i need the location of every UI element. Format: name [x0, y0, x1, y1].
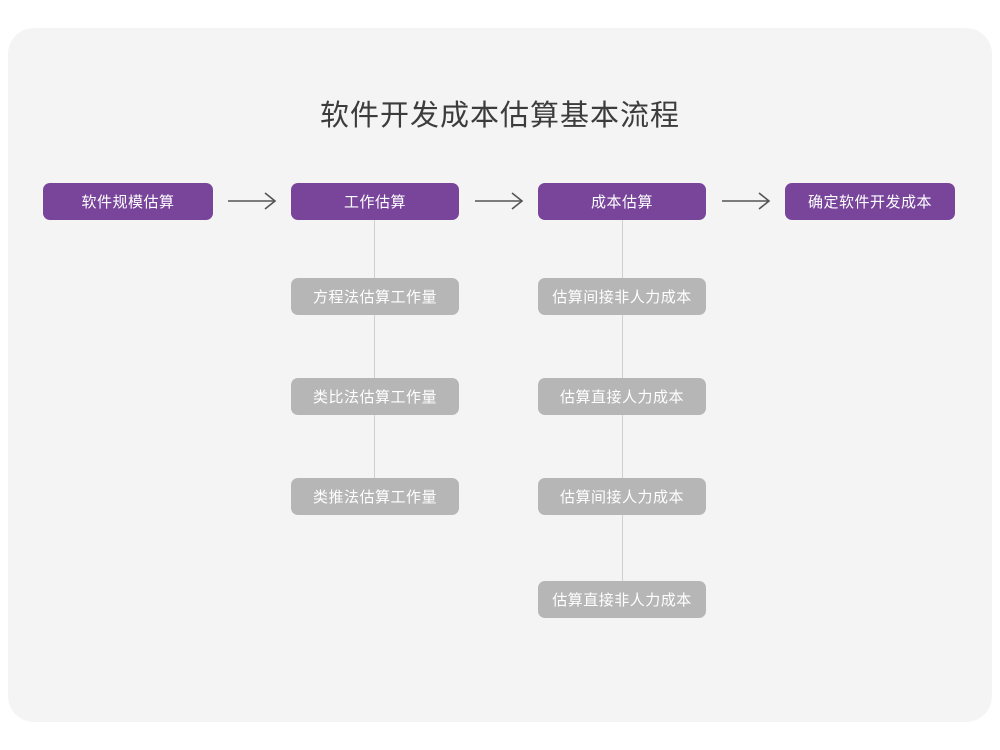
- stage-node-label: 软件规模估算: [81, 194, 175, 211]
- page-title: 软件开发成本估算基本流程: [319, 100, 680, 132]
- stage-node-software-scale-estimation[interactable]: 软件规模估算: [43, 183, 213, 220]
- diagram-card: [8, 28, 992, 722]
- sub-node-direct-labor-cost[interactable]: 估算直接人力成本: [538, 378, 706, 415]
- sub-node-label: 估算间接非人力成本: [552, 289, 692, 306]
- arrow-right-icon-1: [224, 186, 282, 216]
- sub-node-analogy-method-workload[interactable]: 类比法估算工作量: [291, 378, 459, 415]
- sub-node-label: 估算间接人力成本: [559, 489, 684, 506]
- connector-line-col2: [374, 219, 375, 497]
- sub-node-label: 估算直接人力成本: [559, 389, 684, 406]
- stage-node-label: 确定软件开发成本: [807, 194, 932, 211]
- sub-node-label: 类推法估算工作量: [312, 489, 437, 506]
- sub-node-label: 估算直接非人力成本: [552, 592, 692, 609]
- sub-node-direct-nonlabor-cost[interactable]: 估算直接非人力成本: [538, 581, 706, 618]
- sub-node-indirect-nonlabor-cost[interactable]: 估算间接非人力成本: [538, 278, 706, 315]
- stage-node-label: 工作估算: [343, 194, 406, 211]
- stage-node-cost-estimation[interactable]: 成本估算: [538, 183, 706, 220]
- stage-node-label: 成本估算: [590, 194, 653, 211]
- sub-node-indirect-labor-cost[interactable]: 估算间接人力成本: [538, 478, 706, 515]
- stage-node-determine-development-cost[interactable]: 确定软件开发成本: [785, 183, 955, 220]
- arrow-right-icon-3: [718, 186, 776, 216]
- stage-node-work-estimation[interactable]: 工作估算: [291, 183, 459, 220]
- arrow-right-icon-2: [471, 186, 529, 216]
- sub-node-equation-method-workload[interactable]: 方程法估算工作量: [291, 278, 459, 315]
- sub-node-label: 类比法估算工作量: [312, 389, 437, 406]
- sub-node-label: 方程法估算工作量: [312, 289, 437, 306]
- sub-node-inference-method-workload[interactable]: 类推法估算工作量: [291, 478, 459, 515]
